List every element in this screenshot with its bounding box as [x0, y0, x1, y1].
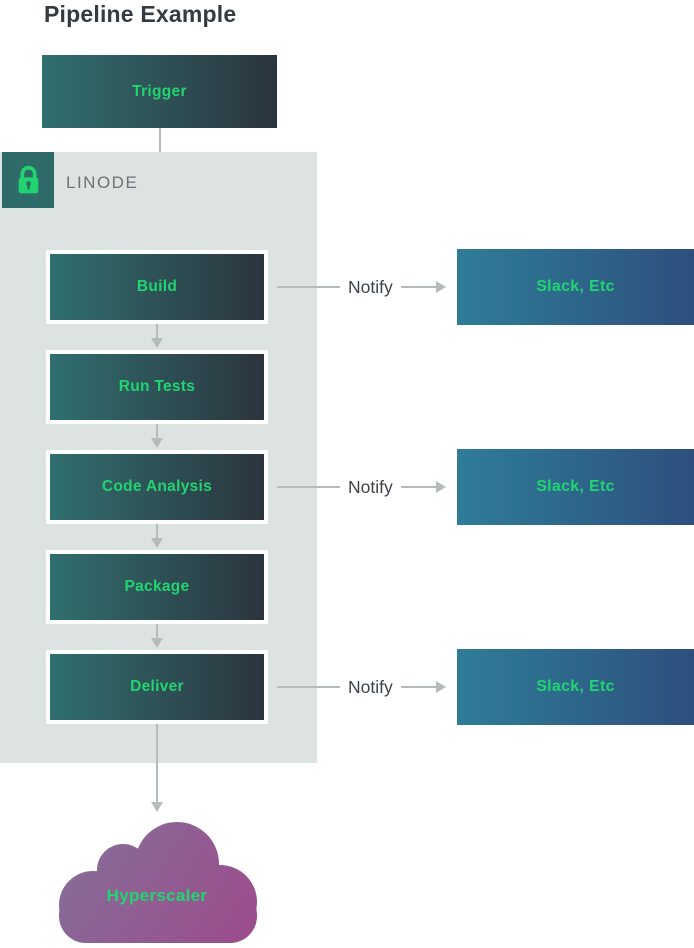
- hyperscaler-cloud: [57, 820, 257, 943]
- lock-badge: [2, 152, 54, 208]
- lock-icon: [18, 165, 38, 193]
- arrow-down-icon: [151, 802, 163, 812]
- notify-label: Notify: [348, 677, 393, 697]
- arrow-down-icon: [151, 538, 163, 548]
- connector-line: [277, 286, 340, 288]
- notify-label: Notify: [348, 277, 393, 297]
- arrow-line-step: [156, 624, 158, 640]
- arrow-line-notify: [401, 286, 437, 288]
- arrow-line-notify: [401, 486, 437, 488]
- notify-label: Notify: [348, 477, 393, 497]
- arrow-line-notify: [401, 686, 437, 688]
- step-label: Run Tests: [118, 378, 196, 395]
- step-label: Deliver: [130, 678, 184, 695]
- trigger-node: Trigger: [42, 55, 277, 128]
- page-title: Pipeline Example: [44, 1, 237, 27]
- arrow-right-icon: [436, 681, 446, 693]
- slack-node: Slack, Etc: [457, 449, 694, 525]
- arrow-down-icon: [151, 438, 163, 448]
- hyperscaler-label: Hyperscaler: [106, 886, 208, 905]
- step-node-run-tests: Run Tests: [46, 350, 268, 424]
- arrow-line-step: [156, 524, 158, 540]
- linode-label: LINODE: [66, 173, 139, 192]
- arrow-right-icon: [436, 281, 446, 293]
- slack-label: Slack, Etc: [536, 478, 615, 495]
- trigger-label: Trigger: [132, 82, 187, 100]
- slack-node: Slack, Etc: [457, 649, 694, 725]
- step-node-deliver: Deliver: [46, 650, 268, 724]
- slack-label: Slack, Etc: [536, 678, 615, 695]
- step-node-package: Package: [46, 550, 268, 624]
- step-label: Build: [136, 278, 178, 295]
- connector-line: [277, 686, 340, 688]
- arrow-down-icon: [151, 638, 163, 648]
- step-node-code-analysis: Code Analysis: [46, 450, 268, 524]
- arrow-line-step: [156, 424, 158, 440]
- arrow-line-step: [156, 324, 158, 340]
- step-label: Code Analysis: [101, 478, 213, 495]
- arrow-down-icon: [151, 338, 163, 348]
- slack-label: Slack, Etc: [536, 278, 615, 295]
- arrow-right-icon: [436, 481, 446, 493]
- cloud-icon: [59, 822, 257, 943]
- connector-line: [277, 486, 340, 488]
- slack-node: Slack, Etc: [457, 249, 694, 325]
- step-node-build: Build: [46, 250, 268, 324]
- arrow-line-deliver-cloud: [156, 724, 158, 804]
- step-label: Package: [124, 578, 190, 595]
